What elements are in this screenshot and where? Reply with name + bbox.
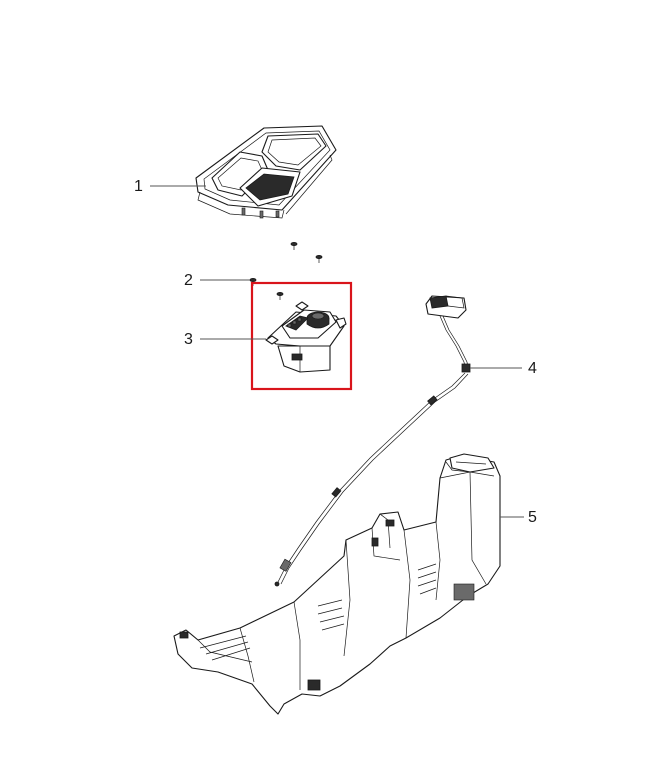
callout-1-label: 1 [134, 178, 143, 195]
screw-a [290, 241, 298, 250]
highlight-box [250, 281, 353, 391]
screw-fasteners [249, 241, 323, 300]
shift-cable-part [274, 295, 471, 587]
leader-lines [150, 185, 524, 518]
console-bracket-part [173, 453, 501, 715]
callout-5-label: 5 [528, 509, 537, 526]
console-bezel-part [195, 125, 337, 219]
callout-4-label: 4 [528, 360, 537, 377]
callout-2-label: 2 [184, 272, 193, 289]
shifter-module-part [265, 301, 347, 373]
screw-c [276, 291, 284, 300]
callout-3-label: 3 [184, 331, 193, 348]
callout-labels: 1 2 3 4 5 [134, 178, 537, 526]
screw-b [315, 254, 323, 263]
